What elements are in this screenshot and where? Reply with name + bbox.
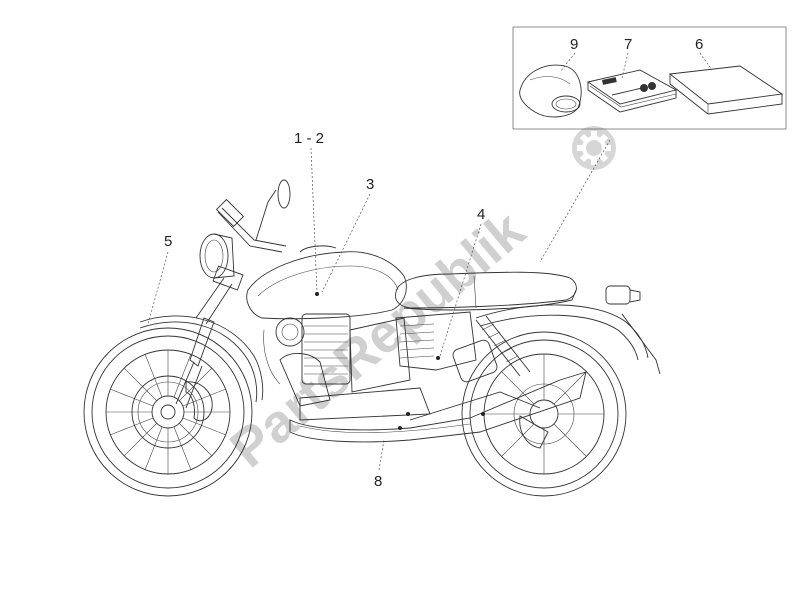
callout-8: 8 [374, 473, 382, 490]
callout-6: 6 [695, 36, 703, 53]
front-wheel [83, 315, 264, 497]
callout-4: 4 [477, 206, 485, 223]
fuel-tank [246, 245, 407, 320]
seat [395, 271, 577, 311]
rear-fender [475, 285, 661, 375]
booklet-part-7 [586, 69, 678, 113]
leader-lines [147, 139, 611, 471]
manual-part-6 [668, 65, 784, 115]
headlight-assembly [199, 179, 291, 279]
gear-logo-icon [572, 126, 616, 170]
kit-inset-box [512, 26, 787, 130]
callout-9: 9 [570, 36, 578, 53]
callout-3: 3 [366, 176, 374, 193]
callout-1-2: 1 - 2 [294, 130, 324, 147]
exhaust-system [289, 371, 587, 443]
callout-5: 5 [164, 233, 172, 250]
callout-7: 7 [624, 36, 632, 53]
pouch-part-9 [519, 64, 582, 118]
callout-labels: 1 - 2 3 4 5 6 7 8 9 [164, 36, 703, 490]
rear-wheel [461, 331, 627, 497]
rear-shock [452, 315, 531, 383]
motorcycle-drawing [83, 179, 661, 497]
front-fork [175, 265, 244, 409]
